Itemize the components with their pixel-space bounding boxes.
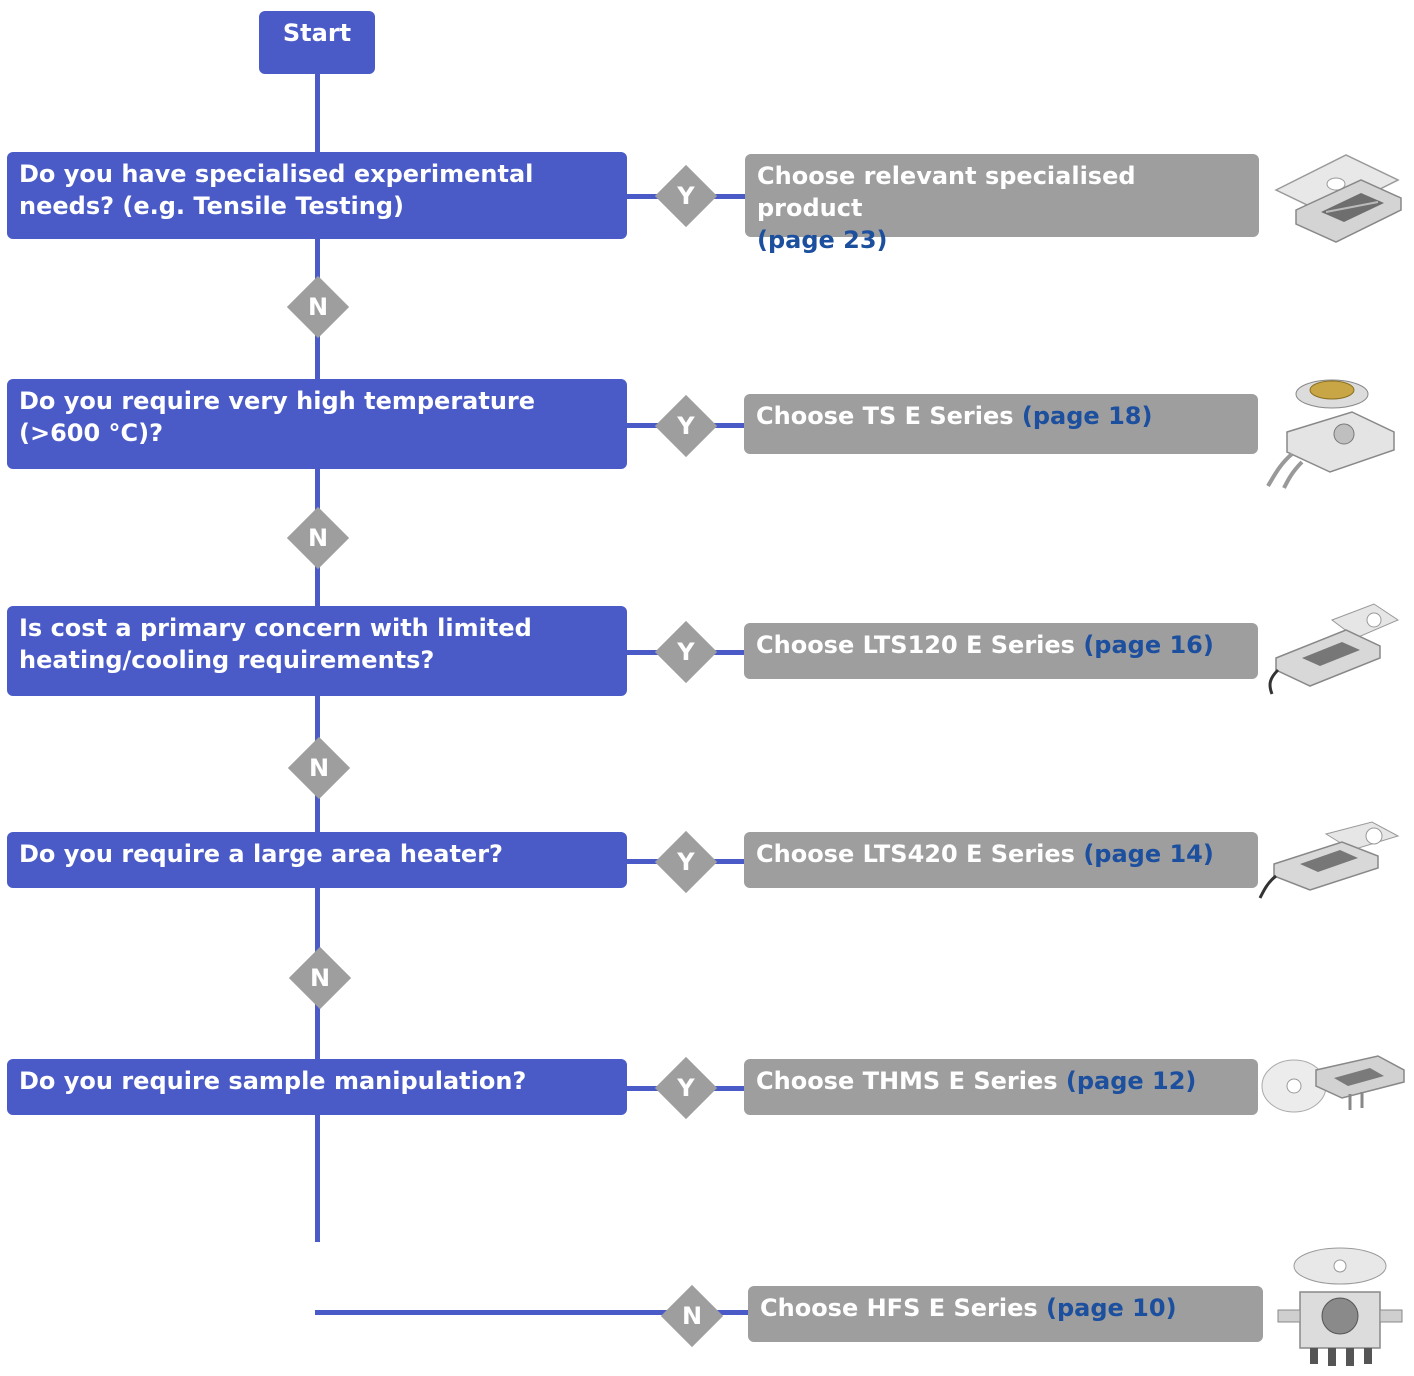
answer-lts420-e-series: Choose LTS420 E Series (page 14) — [744, 832, 1258, 888]
question-high-temperature: Do you require very high temperature (>6… — [7, 379, 627, 469]
ts-e-series-image — [1266, 379, 1395, 489]
answer-thms-e-series: Choose THMS E Series (page 12) — [744, 1059, 1258, 1115]
answer-specialised-product: Choose relevant specialised product (pag… — [745, 154, 1259, 254]
yes-label: Y — [677, 638, 695, 666]
start-node: Start — [259, 11, 375, 74]
answer-text: Choose relevant specialised product — [757, 162, 1136, 222]
page-link[interactable]: (page 10) — [1046, 1294, 1177, 1322]
yes-label: Y — [677, 182, 695, 210]
answer-text: Choose LTS120 E Series — [756, 631, 1075, 659]
no-label: N — [681, 1302, 703, 1330]
answer-hfs-e-series: Choose HFS E Series (page 10) — [748, 1286, 1263, 1342]
page-link[interactable]: (page 12) — [1065, 1067, 1197, 1095]
answer-text: Choose TS E Series — [756, 402, 1014, 430]
yes-label: Y — [677, 848, 695, 876]
thms-e-series-image — [1261, 1055, 1405, 1113]
answer-ts-e-series: Choose TS E Series (page 18) — [744, 394, 1258, 454]
question-specialised: Do you have specialised experimental nee… — [7, 152, 627, 239]
page-link[interactable]: (page 16) — [1083, 631, 1214, 659]
question-cost: Is cost a primary concern with limited h… — [7, 606, 627, 696]
connector-bottom — [315, 1310, 748, 1315]
no-label: N — [307, 293, 329, 321]
answer-lts120-e-series: Choose LTS120 E Series (page 16) — [744, 623, 1258, 679]
page-link[interactable]: (page 14) — [1083, 840, 1214, 868]
answer-text: Choose HFS E Series — [760, 1294, 1038, 1322]
lts120-e-series-image — [1268, 603, 1400, 695]
answer-text: Choose LTS420 E Series — [756, 840, 1075, 868]
answer-text: Choose THMS E Series — [756, 1067, 1058, 1095]
no-label: N — [308, 754, 330, 782]
no-label: N — [307, 524, 329, 552]
question-large-area: Do you require a large area heater? — [7, 832, 627, 888]
yes-label: Y — [677, 1074, 695, 1102]
hfs-e-series-image — [1277, 1247, 1403, 1366]
page-link[interactable]: (page 23) — [757, 226, 888, 254]
no-label: N — [309, 964, 331, 992]
page-link[interactable]: (page 18) — [1021, 402, 1153, 430]
question-sample-manipulation: Do you require sample manipulation? — [7, 1059, 627, 1115]
yes-label: Y — [677, 412, 695, 440]
specialised-product-image — [1274, 154, 1402, 243]
lts420-e-series-image — [1258, 821, 1400, 899]
